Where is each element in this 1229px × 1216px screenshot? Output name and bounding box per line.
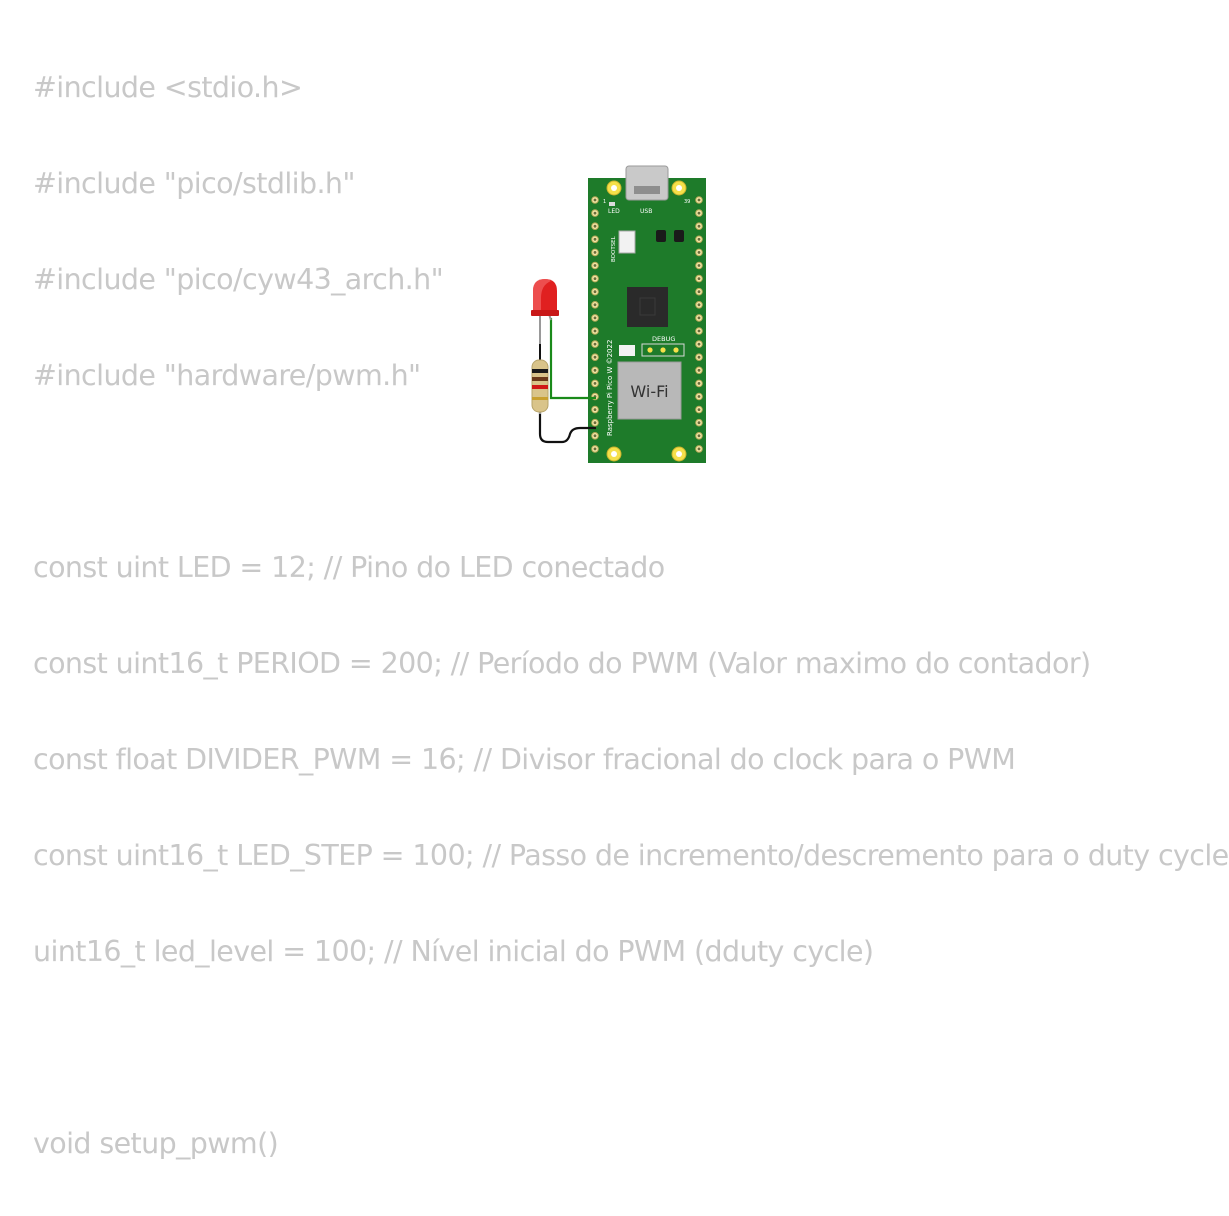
- pin-hole: [593, 421, 597, 425]
- pin-hole: [593, 264, 597, 267]
- pin-hole: [697, 421, 701, 425]
- code-line: [33, 1024, 1168, 1072]
- smd-component: [619, 345, 635, 356]
- pin-hole: [697, 224, 701, 228]
- resistor-band: [532, 385, 548, 389]
- wifi-label: Wi-Fi: [630, 382, 668, 401]
- pin-hole: [593, 237, 597, 241]
- pin-hole: [697, 382, 701, 385]
- code-editor: #include <stdio.h> #include "pico/stdlib…: [33, 64, 1229, 1216]
- pin-hole: [697, 329, 701, 333]
- pin-hole: [593, 251, 597, 254]
- pin-hole: [697, 237, 701, 241]
- pin-hole: [697, 198, 701, 202]
- pin-hole: [593, 368, 597, 372]
- pin-hole: [697, 355, 701, 359]
- pin-header-right[interactable]: [695, 196, 703, 453]
- pin-1-label: 1: [603, 199, 606, 205]
- code-line: #include "hardware/pwm.h": [33, 359, 421, 392]
- pin-hole: [593, 382, 597, 385]
- pin-hole: [593, 224, 597, 228]
- wifi-module: [617, 361, 682, 420]
- onboard-led: [609, 202, 615, 206]
- pico-w-board[interactable]: LED USB 1 39 BOOTSEL DEBUG Wi-Fi Raspber…: [588, 165, 706, 463]
- pin-hole: [593, 447, 597, 451]
- pin-hole: [697, 303, 701, 307]
- code-line: void setup_pwm(): [33, 1127, 279, 1160]
- pin-39-label: 39: [684, 199, 690, 205]
- resistor[interactable]: [531, 344, 549, 414]
- pin-hole: [697, 316, 701, 320]
- code-line: uint16_t led_level = 100; // Nível inici…: [33, 935, 874, 968]
- resistor-band: [532, 397, 548, 400]
- signal-wire[interactable]: [549, 318, 596, 400]
- pin-hole: [697, 368, 701, 372]
- red-led[interactable]: [531, 279, 559, 344]
- pin-hole: [593, 355, 597, 359]
- pin-hole: [593, 408, 597, 411]
- pin-hole: [697, 447, 701, 451]
- pin-hole: [697, 408, 701, 411]
- debug-header[interactable]: [641, 343, 685, 357]
- code-line: #include <stdio.h>: [33, 71, 303, 104]
- smd-component: [656, 230, 666, 242]
- code-line: const float DIVIDER_PWM = 16; // Divisor…: [33, 743, 1016, 776]
- code-line: const uint LED = 12; // Pino do LED cone…: [33, 551, 665, 584]
- pin-hole: [593, 211, 597, 215]
- pin-hole: [593, 277, 597, 280]
- rp2040-chip: [627, 287, 668, 327]
- resistor-band: [532, 377, 548, 381]
- pin-hole: [593, 198, 597, 202]
- pin-hole: [593, 329, 597, 333]
- pin-hole: [697, 251, 701, 254]
- pin-hole: [697, 277, 701, 280]
- usb-connector[interactable]: [625, 165, 669, 201]
- bootsel-label: BOOTSEL: [611, 235, 617, 262]
- resistor-band: [532, 369, 548, 373]
- smd-component: [674, 230, 684, 242]
- pin-header-left[interactable]: [591, 196, 599, 453]
- board-model-label: Raspberry Pi Pico W ©2022: [606, 340, 614, 436]
- pin-hole: [697, 211, 701, 215]
- pin-hole: [593, 434, 597, 438]
- pin-hole: [697, 290, 701, 294]
- bootsel-button[interactable]: [618, 230, 636, 254]
- pin-hole: [593, 303, 597, 307]
- pin-hole: [593, 342, 597, 346]
- debug-label: DEBUG: [652, 335, 675, 343]
- pin-hole: [697, 264, 701, 267]
- circuit-diagram: LED USB 1 39 BOOTSEL DEBUG Wi-Fi Raspber…: [531, 165, 706, 463]
- ground-wire[interactable]: [538, 412, 596, 444]
- pin-hole: [697, 434, 701, 438]
- pin-hole: [697, 395, 701, 398]
- code-line: #include "pico/stdlib.h": [33, 167, 356, 200]
- code-line: #include "pico/cyw43_arch.h": [33, 263, 444, 296]
- usb-label: USB: [640, 208, 652, 215]
- led-label: LED: [608, 208, 620, 215]
- code-line: const uint16_t LED_STEP = 100; // Passo …: [33, 839, 1229, 872]
- pin-hole: [697, 342, 701, 346]
- pin-hole: [593, 316, 597, 320]
- pin-hole: [593, 290, 597, 294]
- code-line: const uint16_t PERIOD = 200; // Período …: [33, 647, 1091, 680]
